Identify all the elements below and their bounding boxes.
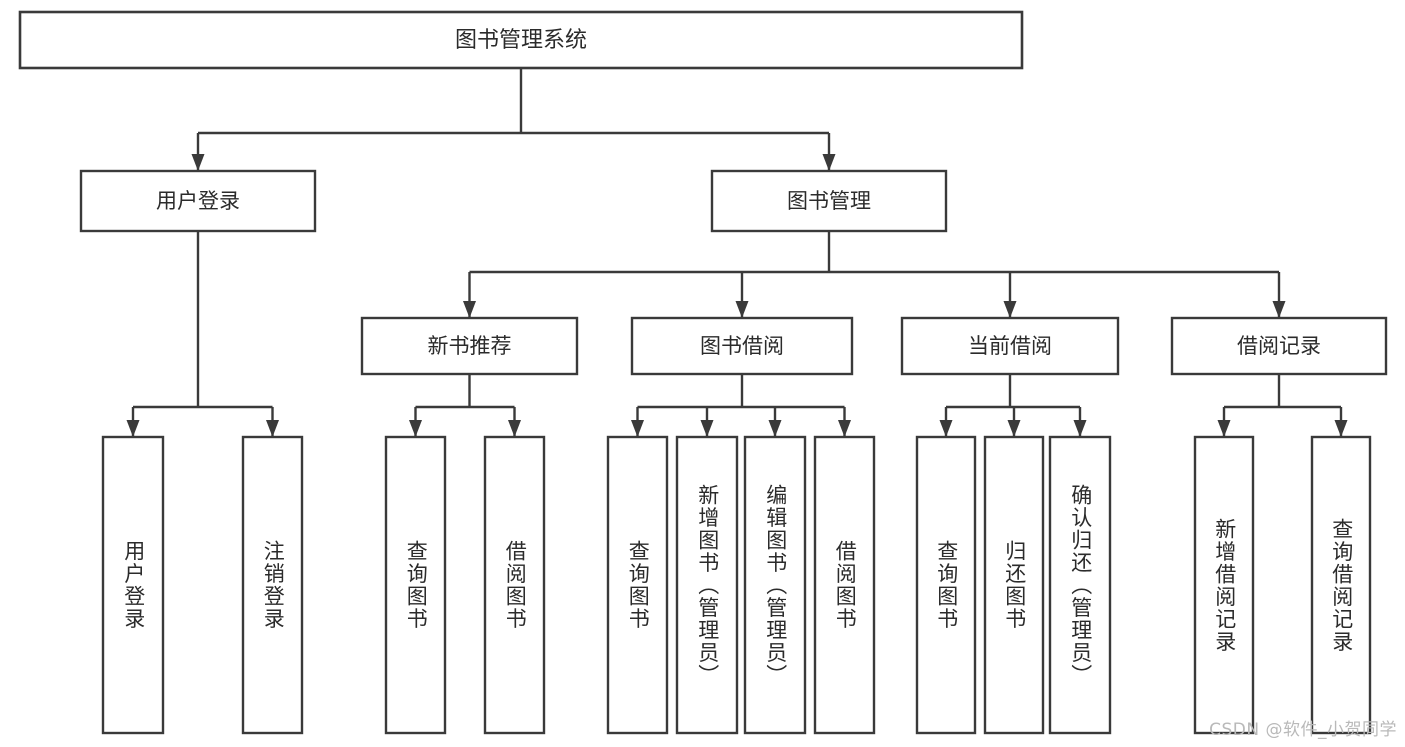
arrow-head-icon — [768, 420, 782, 437]
arrow-head-icon — [939, 420, 953, 437]
arrow-head-icon — [631, 420, 644, 437]
arrow-head-icon — [126, 420, 140, 437]
node-l3-1[interactable] — [630, 316, 854, 376]
arrow-head-icon — [508, 420, 521, 437]
node-leaf-8[interactable] — [915, 435, 977, 735]
arrow-head-icon — [838, 420, 851, 437]
arrow-head-icon — [409, 420, 422, 437]
node-leaf-12[interactable] — [1310, 435, 1372, 735]
node-l2-0-label: 用户登录 — [156, 189, 240, 213]
node-leaf-9[interactable] — [983, 435, 1045, 735]
connector-layer — [126, 68, 1348, 437]
node-l3-2-label: 当前借阅 — [968, 334, 1052, 358]
csdn-watermark: CSDN @软件_小贺同学 — [1209, 720, 1397, 740]
arrow-head-icon — [700, 420, 714, 437]
arrow-head-icon — [1217, 420, 1231, 437]
node-leaf-2[interactable] — [384, 435, 447, 735]
node-leaf-10[interactable] — [1048, 435, 1112, 735]
arrow-head-icon — [1003, 301, 1017, 318]
node-l3-3[interactable] — [1170, 316, 1388, 376]
node-l2-1[interactable] — [710, 169, 948, 233]
node-box-layer — [18, 10, 1388, 735]
arrow-head-icon — [191, 154, 205, 171]
node-l2-1-label: 图书管理 — [787, 189, 871, 213]
node-leaf-5[interactable] — [675, 435, 739, 735]
node-l2-0[interactable] — [79, 169, 317, 233]
arrow-head-icon — [463, 301, 476, 318]
arrow-head-icon — [735, 301, 749, 318]
node-leaf-6[interactable] — [743, 435, 807, 735]
node-l3-3-label: 借阅记录 — [1237, 334, 1321, 358]
node-l3-2[interactable] — [900, 316, 1120, 376]
arrow-head-icon — [1272, 301, 1286, 318]
node-leaf-1[interactable] — [241, 435, 304, 735]
node-leaf-7[interactable] — [813, 435, 876, 735]
arrow-head-icon — [1007, 420, 1021, 437]
arrow-head-icon — [822, 154, 836, 171]
arrow-head-icon — [1334, 420, 1348, 437]
node-leaf-11[interactable] — [1193, 435, 1255, 735]
node-l3-0[interactable] — [360, 316, 579, 376]
node-leaf-3[interactable] — [483, 435, 546, 735]
arrow-head-icon — [266, 420, 279, 437]
node-leaf-4[interactable] — [606, 435, 669, 735]
node-root-图书管理系统[interactable] — [18, 10, 1024, 70]
node-l3-1-label: 图书借阅 — [700, 334, 784, 358]
node-l3-0-label: 新书推荐 — [428, 334, 512, 358]
node-leaf-0[interactable] — [101, 435, 165, 735]
node-root-图书管理系统-label: 图书管理系统 — [455, 28, 587, 53]
arrow-head-icon — [1073, 420, 1087, 437]
